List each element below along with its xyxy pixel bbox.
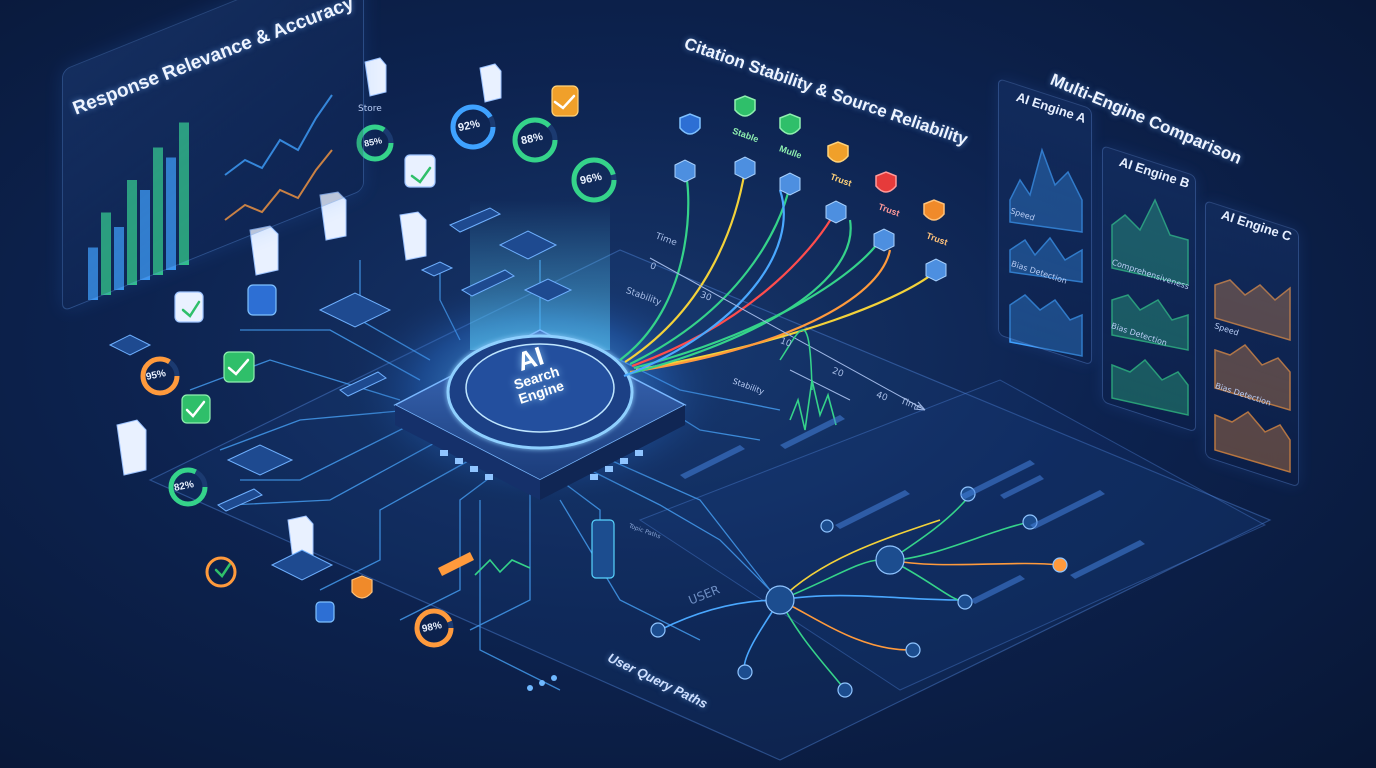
left-line-chart-blue [224, 94, 333, 176]
left-bar [88, 247, 98, 300]
citation-lines [619, 169, 936, 378]
check-marks [181, 94, 576, 578]
query-nodes [650, 486, 1068, 698]
left-bar [114, 227, 124, 290]
query-bars [680, 415, 1145, 604]
mini-line-green [474, 558, 531, 576]
time-axis [649, 257, 926, 411]
left-bar [101, 212, 111, 295]
ai-chip [393, 329, 687, 500]
shield-icons [679, 95, 945, 221]
left-bar-chart [88, 122, 189, 300]
engine-a-charts [1009, 147, 1083, 357]
store-label: Store [358, 104, 382, 114]
left-bar [179, 122, 189, 265]
left-bar [140, 190, 150, 280]
nav-dots [527, 675, 557, 691]
pct-rings [140, 104, 617, 648]
left-bar [127, 180, 137, 285]
engine-b-charts [1111, 198, 1189, 416]
query-platform [638, 379, 1267, 691]
source-cubes [674, 156, 947, 282]
stability-chart [789, 379, 837, 431]
mini-bars-orange [438, 552, 474, 576]
document-icons [116, 57, 502, 561]
phone-icon [591, 519, 615, 579]
left-line-chart-orange [224, 149, 333, 221]
engine-panel-c [1205, 200, 1299, 488]
left-bar [153, 147, 163, 275]
check-icons [174, 85, 579, 623]
engine-c-charts [1214, 279, 1291, 474]
chip-beam [470, 200, 610, 350]
small-tiles [108, 207, 573, 581]
check-ring [205, 556, 237, 588]
chip-pins [440, 450, 643, 480]
left-bar [166, 157, 176, 270]
